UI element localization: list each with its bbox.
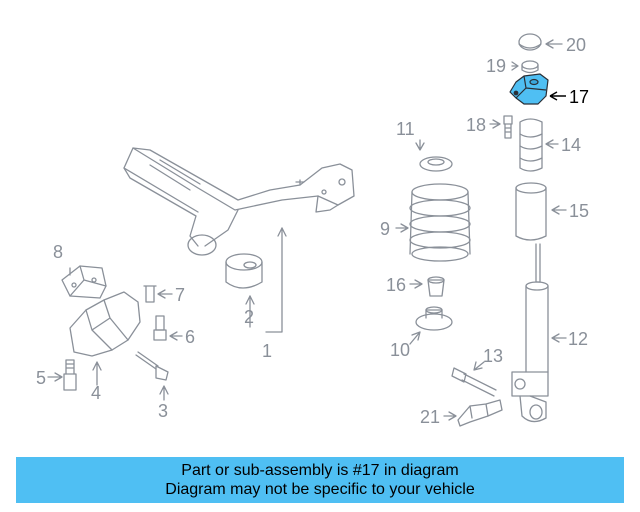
spring-seat-lower xyxy=(415,306,453,331)
bolt-3 xyxy=(135,351,169,381)
shock-absorber xyxy=(511,243,549,423)
callout-15: 15 xyxy=(569,201,590,221)
leader-18 xyxy=(489,119,501,129)
callout-8: 8 xyxy=(53,242,64,262)
callout-6: 6 xyxy=(185,327,196,347)
info-banner: Part or sub-assembly is #17 in diagram D… xyxy=(16,457,624,503)
leader-6 xyxy=(169,331,183,341)
leader-lines-1-2 xyxy=(245,227,287,333)
callout-18: 18 xyxy=(466,115,487,135)
leader-19 xyxy=(511,61,519,71)
washer-19 xyxy=(521,60,539,74)
bolt-7 xyxy=(143,285,157,303)
bolt-13 xyxy=(451,367,497,397)
callout-2: 2 xyxy=(244,307,255,327)
callout-10: 10 xyxy=(390,340,411,360)
callout-16: 16 xyxy=(386,275,407,295)
dust-boot xyxy=(515,182,547,241)
banner-line-1: Part or sub-assembly is #17 in diagram xyxy=(181,462,459,479)
callout-1: 1 xyxy=(262,341,273,361)
leader-16 xyxy=(409,279,423,289)
coil-spring xyxy=(409,183,471,262)
leader-20 xyxy=(545,39,563,49)
leader-9 xyxy=(395,223,409,233)
leader-10 xyxy=(409,331,421,345)
callout-19: 19 xyxy=(486,56,507,76)
callout-12: 12 xyxy=(568,329,589,349)
leader-15 xyxy=(551,205,567,215)
callout-3: 3 xyxy=(158,401,169,421)
callout-11: 11 xyxy=(396,119,415,139)
leader-7 xyxy=(157,289,173,299)
bracket-21 xyxy=(457,399,503,427)
bolt-6 xyxy=(153,315,167,341)
callout-9: 9 xyxy=(380,219,391,239)
leader-4 xyxy=(92,361,102,386)
callout-7: 7 xyxy=(175,285,186,305)
leader-12 xyxy=(551,333,567,343)
bump-stop xyxy=(519,118,543,172)
highlighted-part-17 xyxy=(509,73,549,105)
bolt-18 xyxy=(503,115,513,139)
leader-14 xyxy=(545,139,559,149)
banner-line-2: Diagram may not be specific to your vehi… xyxy=(165,481,475,498)
leader-5 xyxy=(47,372,63,382)
callout-21: 21 xyxy=(420,407,441,427)
callout-17: 17 xyxy=(569,87,590,107)
axle-bushing xyxy=(225,253,263,289)
leader-11 xyxy=(415,139,425,151)
cap-20 xyxy=(518,33,542,51)
callout-14: 14 xyxy=(561,135,582,155)
callout-4: 4 xyxy=(91,383,102,403)
bump-cup-16 xyxy=(427,276,445,297)
callout-20: 20 xyxy=(566,35,587,55)
callout-13: 13 xyxy=(483,346,504,366)
parts-diagram xyxy=(47,33,567,427)
rear-axle-beam xyxy=(123,147,355,256)
leader-13 xyxy=(473,361,485,371)
mounting-bracket xyxy=(61,265,107,299)
bolt-5 xyxy=(63,359,77,391)
leader-3 xyxy=(159,385,169,401)
heat-shield xyxy=(69,291,141,357)
callout-5: 5 xyxy=(36,368,47,388)
leader-17 xyxy=(549,91,566,101)
spring-seat-upper xyxy=(419,156,453,172)
leader-21 xyxy=(443,411,457,421)
